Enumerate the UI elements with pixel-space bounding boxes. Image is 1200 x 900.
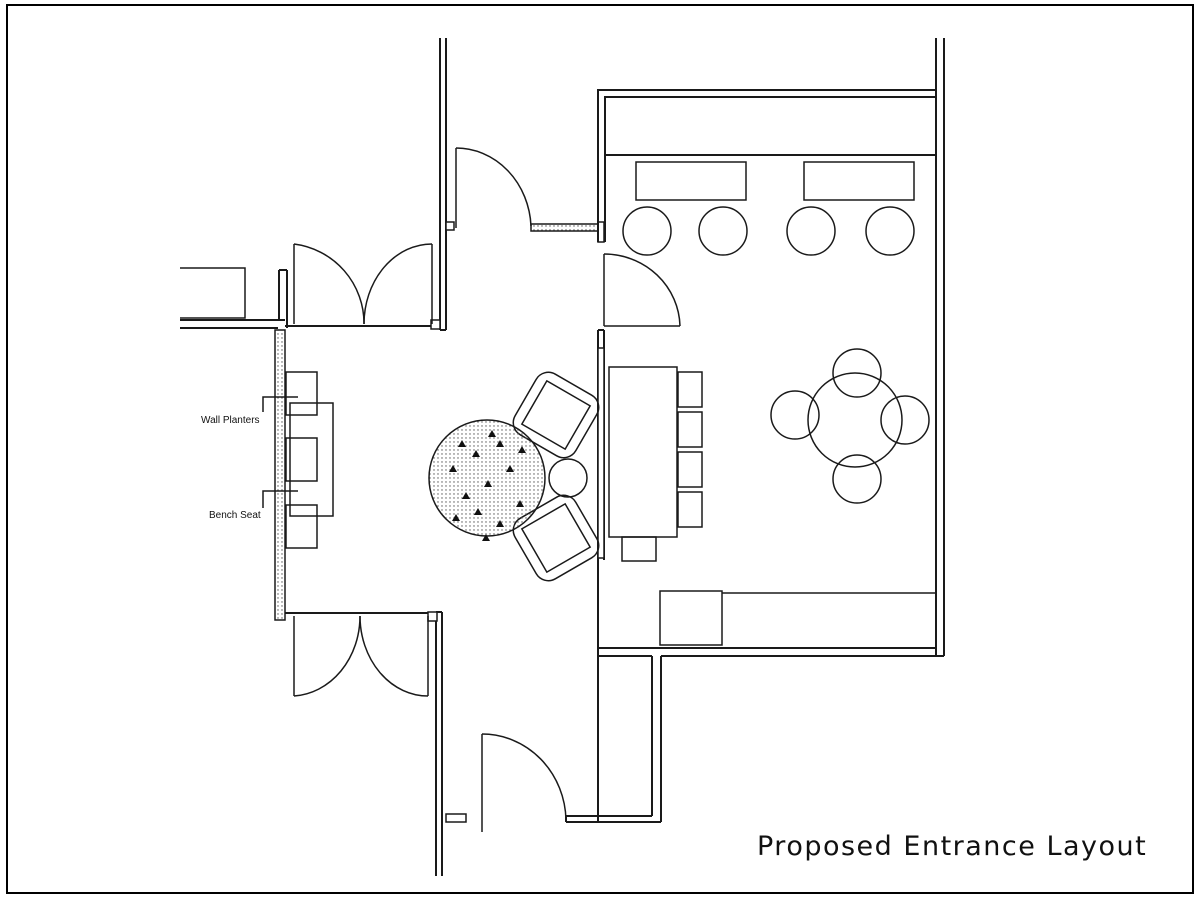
lounge-group	[428, 371, 600, 582]
long-table	[608, 366, 703, 562]
corridor-walls	[435, 38, 467, 876]
round-table	[770, 348, 930, 504]
drawing-caption: Proposed Entrance Layout	[757, 831, 1147, 862]
label-leaders	[262, 396, 298, 508]
double-door-bottom	[293, 615, 429, 697]
door-top	[455, 147, 532, 228]
double-door-top	[293, 243, 433, 325]
door-jamb	[445, 221, 455, 231]
drawing-border	[6, 4, 1194, 894]
door-right-room	[603, 253, 681, 327]
left-exterior	[180, 267, 441, 622]
wall-planter-strip	[274, 329, 286, 621]
counter-unit	[622, 161, 915, 256]
round-rug	[428, 419, 546, 537]
wall-planters-label: Wall Planters	[201, 415, 260, 426]
right-room-walls	[565, 38, 945, 823]
door-jamb	[445, 813, 467, 823]
door-bottom	[481, 733, 567, 832]
wall-segment-dotted	[530, 223, 599, 232]
bench-seat	[285, 371, 334, 549]
bottom-counter	[659, 590, 936, 646]
bench-seat-label: Bench Seat	[209, 510, 261, 521]
